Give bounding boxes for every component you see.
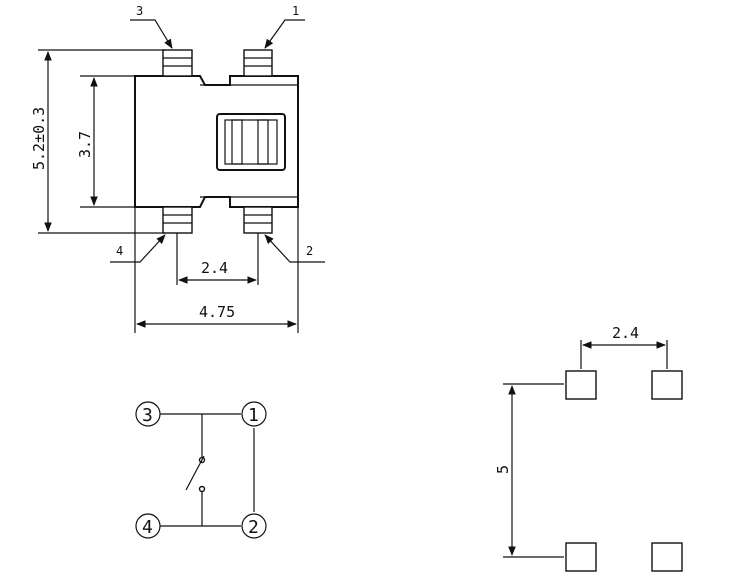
terminal-1: [243, 49, 273, 77]
dim-pad-span: 5: [494, 465, 512, 474]
switch-lever: [185, 455, 205, 491]
terminal-4: [162, 206, 193, 234]
node-label-1: 1: [248, 405, 259, 426]
pin-label-3: 3: [136, 4, 143, 18]
footprint-pad-bottom-left: [565, 542, 597, 572]
leader-pin4: [110, 234, 166, 263]
terminal-3: [162, 49, 193, 77]
node-label-4: 4: [142, 517, 153, 538]
pin-label-1: 1: [292, 4, 299, 18]
node-label-2: 2: [248, 517, 259, 538]
leader-pin1: [264, 19, 305, 49]
footprint: 2.4 5: [494, 324, 683, 572]
contact-bottom: [198, 485, 206, 493]
dim-width-total: 4.75: [199, 303, 235, 321]
actuator: [216, 113, 286, 171]
node-2: [241, 513, 267, 539]
pin-label-4: 4: [116, 244, 123, 258]
dim-pitch-bottom: 2.4: [201, 259, 228, 277]
footprint-pad-top-right: [651, 370, 683, 400]
schematic: 3 1 4 2: [135, 401, 267, 539]
node-4: [135, 513, 161, 539]
footprint-pad-bottom-right: [651, 542, 683, 572]
dim-height-total: 5.2±0.3: [30, 107, 48, 170]
pin-label-2: 2: [306, 244, 313, 258]
leader-pin3: [130, 19, 173, 49]
footprint-pad-top-left: [565, 370, 597, 400]
dim-height-body: 3.7: [76, 131, 94, 158]
node-1: [241, 401, 267, 427]
dim-pad-pitch: 2.4: [612, 324, 639, 342]
node-3: [135, 401, 161, 427]
top-view: 3 1 4 2 5.2±0.3 3.7 2.4 4.75: [30, 4, 325, 333]
leader-pin2: [264, 234, 325, 263]
terminal-2: [243, 206, 273, 234]
node-label-3: 3: [142, 405, 153, 426]
